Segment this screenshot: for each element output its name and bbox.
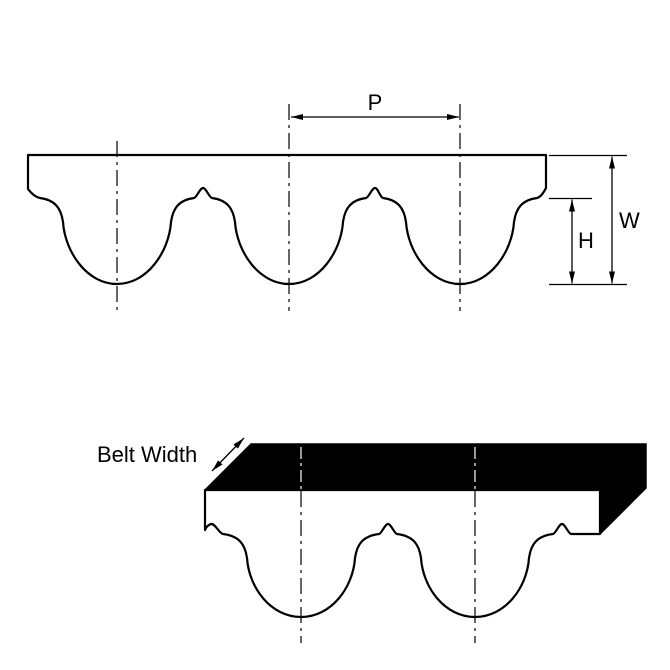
belt-top-face [204, 443, 647, 491]
pitch-label: P [368, 90, 383, 115]
belt-end-face [599, 443, 647, 535]
belt-width-label: Belt Width [97, 442, 197, 467]
profile-section-view: P W H [26, 90, 640, 311]
isometric-belt-view: Belt Width [97, 437, 647, 643]
belt-front-face [203, 488, 602, 619]
belt-profile-outline [26, 153, 548, 286]
belt-width-arrow [211, 437, 245, 472]
overall-height-dimension: W [609, 156, 640, 284]
tooth-height-dimension: H [569, 199, 594, 284]
pitch-dimension: P [291, 90, 459, 120]
belt-width-annotation: Belt Width [97, 437, 245, 472]
overall-height-label: W [619, 208, 640, 233]
tooth-height-label: H [578, 228, 594, 253]
